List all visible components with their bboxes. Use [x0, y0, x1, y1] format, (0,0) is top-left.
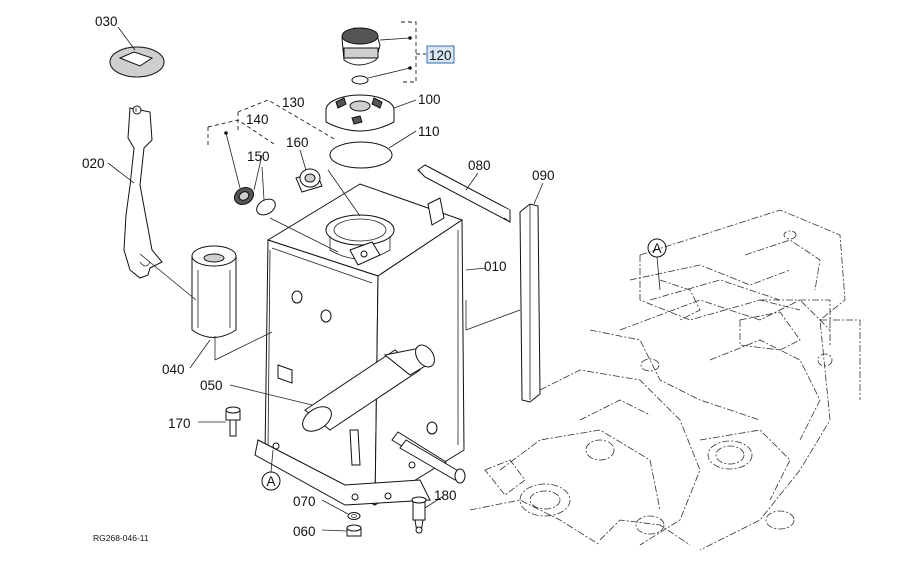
callout-070: 070: [293, 494, 316, 509]
ref-label-tank: A: [266, 474, 275, 489]
part-100-cap: [325, 94, 395, 132]
part-110-gasket: [329, 141, 393, 169]
part-090-strip: [519, 203, 541, 403]
part-040-filter: [191, 245, 237, 338]
callout-090: 090: [532, 168, 555, 183]
part-160-grommet: [295, 168, 323, 193]
drawing-code: RG268-046-11: [93, 533, 149, 543]
part-060-nut: [346, 524, 362, 537]
callout-010: 010: [484, 259, 507, 274]
callout-080: 080: [468, 158, 491, 173]
fuel-tank: [254, 183, 466, 506]
part-150-oring: [256, 198, 276, 216]
callout-150: 150: [247, 149, 270, 164]
ref-label-frame: A: [652, 241, 661, 256]
callout-020: 020: [82, 156, 105, 171]
callout-110: 110: [418, 124, 440, 139]
callout-030: 030: [95, 14, 118, 29]
part-180-fitting: [411, 496, 427, 534]
part-070-washer: [347, 512, 361, 520]
callout-130: 130: [282, 95, 305, 110]
tractor-frame: [469, 209, 861, 551]
ref-marker-tank: A: [261, 449, 281, 491]
callout-060: 060: [293, 524, 316, 539]
part-140-assembly: [233, 186, 255, 206]
callout-040: 040: [162, 362, 185, 377]
callout-160: 160: [286, 135, 309, 150]
part-170-bolt: [225, 406, 241, 437]
callout-labels: 030 020 040 050 170 070 060 180 010 080 …: [82, 14, 555, 539]
callout-120-highlight: 120: [426, 45, 455, 64]
part-030-cap: [109, 46, 165, 78]
ref-marker-frame: A: [647, 238, 667, 291]
leader-lines: [107, 26, 544, 532]
part-080-strip: [417, 164, 511, 223]
assembly-brackets: [207, 21, 426, 189]
part-120-cap: [341, 27, 381, 85]
callout-180: 180: [434, 488, 457, 503]
callout-140: 140: [246, 112, 269, 127]
callout-170: 170: [168, 416, 191, 431]
callout-050: 050: [200, 378, 223, 393]
part-020-strap: [123, 105, 163, 279]
callout-120: 120: [429, 48, 452, 63]
callout-100: 100: [418, 92, 441, 107]
